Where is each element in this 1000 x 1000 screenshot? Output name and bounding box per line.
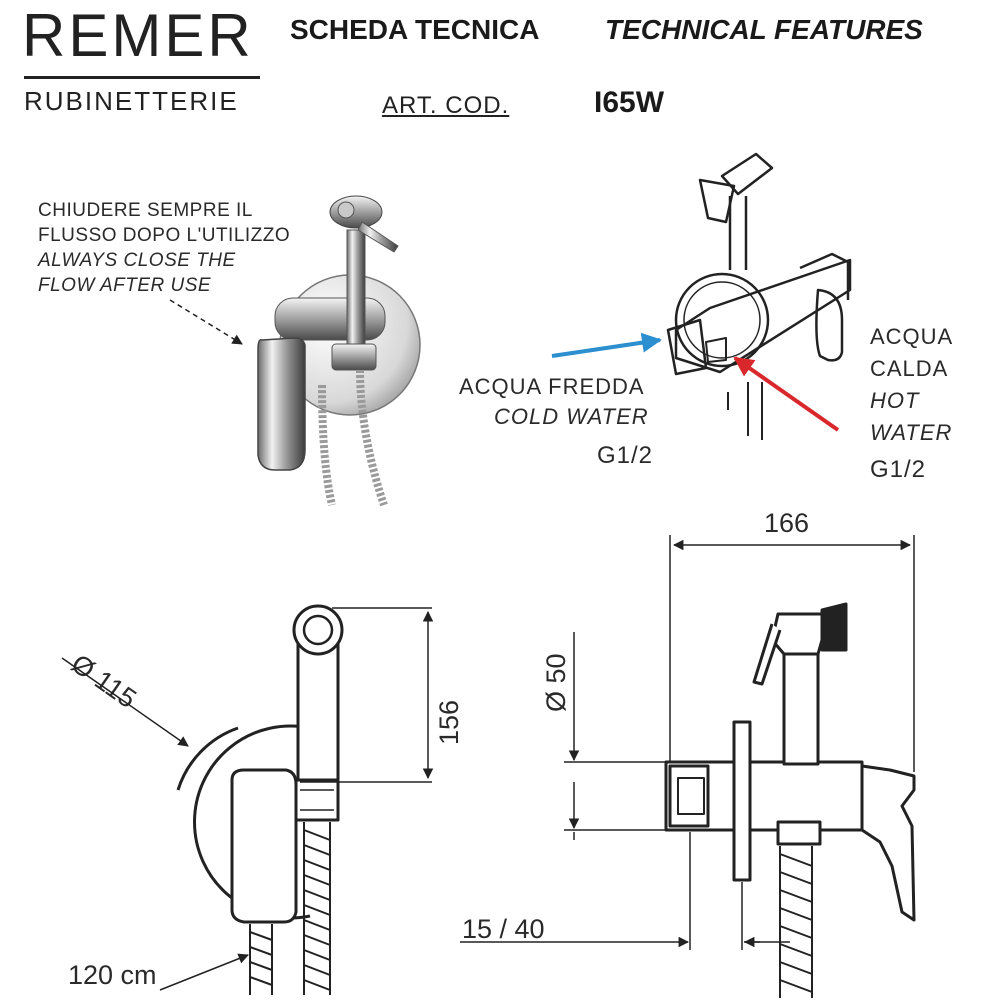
title-english: TECHNICAL FEATURES [605,14,923,45]
note-line-4: FLOW AFTER USE [38,275,212,296]
hot-water-arrow [733,356,840,432]
dimension-depth: 15 / 40 [462,914,545,944]
usage-note: CHIUDERE SEMPRE IL FLUSSO DOPO L'UTILIZZ… [38,198,290,298]
art-code-label: ART. COD. [382,92,510,119]
cold-water-en: COLD WATER [494,404,649,429]
front-view-dimensions [61,607,434,991]
art-code-value: I65W [594,86,665,119]
side-view [664,602,916,998]
title-italian: SCHEDA TECNICA [290,14,540,45]
cold-water-size: G1/2 [597,442,654,469]
brand-subtitle: RUBINETTERIE [24,86,239,116]
side-view-dimensions [460,535,915,950]
hot-water-it-2: CALDA [870,356,949,381]
hot-water-en-1: HOT [870,388,920,413]
dimension-hose-length: 120 cm [68,960,157,990]
cold-water-it: ACQUA FREDDA [459,374,645,399]
hot-water-size: G1/2 [870,456,927,483]
dimension-width: 166 [764,508,810,538]
note-line-2: FLUSSO DOPO L'UTILIZZO [38,225,291,246]
front-view [176,604,344,995]
brand-logo: REMER [22,2,254,69]
note-line-3: ALWAYS CLOSE THE [38,250,236,271]
cold-water-arrow [551,332,662,358]
product-photo [169,195,421,507]
exploded-view [666,152,852,440]
note-line-1: CHIUDERE SEMPRE IL [38,200,253,221]
hot-water-it-1: ACQUA [870,324,954,349]
hot-water-en-2: WATER [870,420,953,445]
brand-divider [24,76,260,79]
